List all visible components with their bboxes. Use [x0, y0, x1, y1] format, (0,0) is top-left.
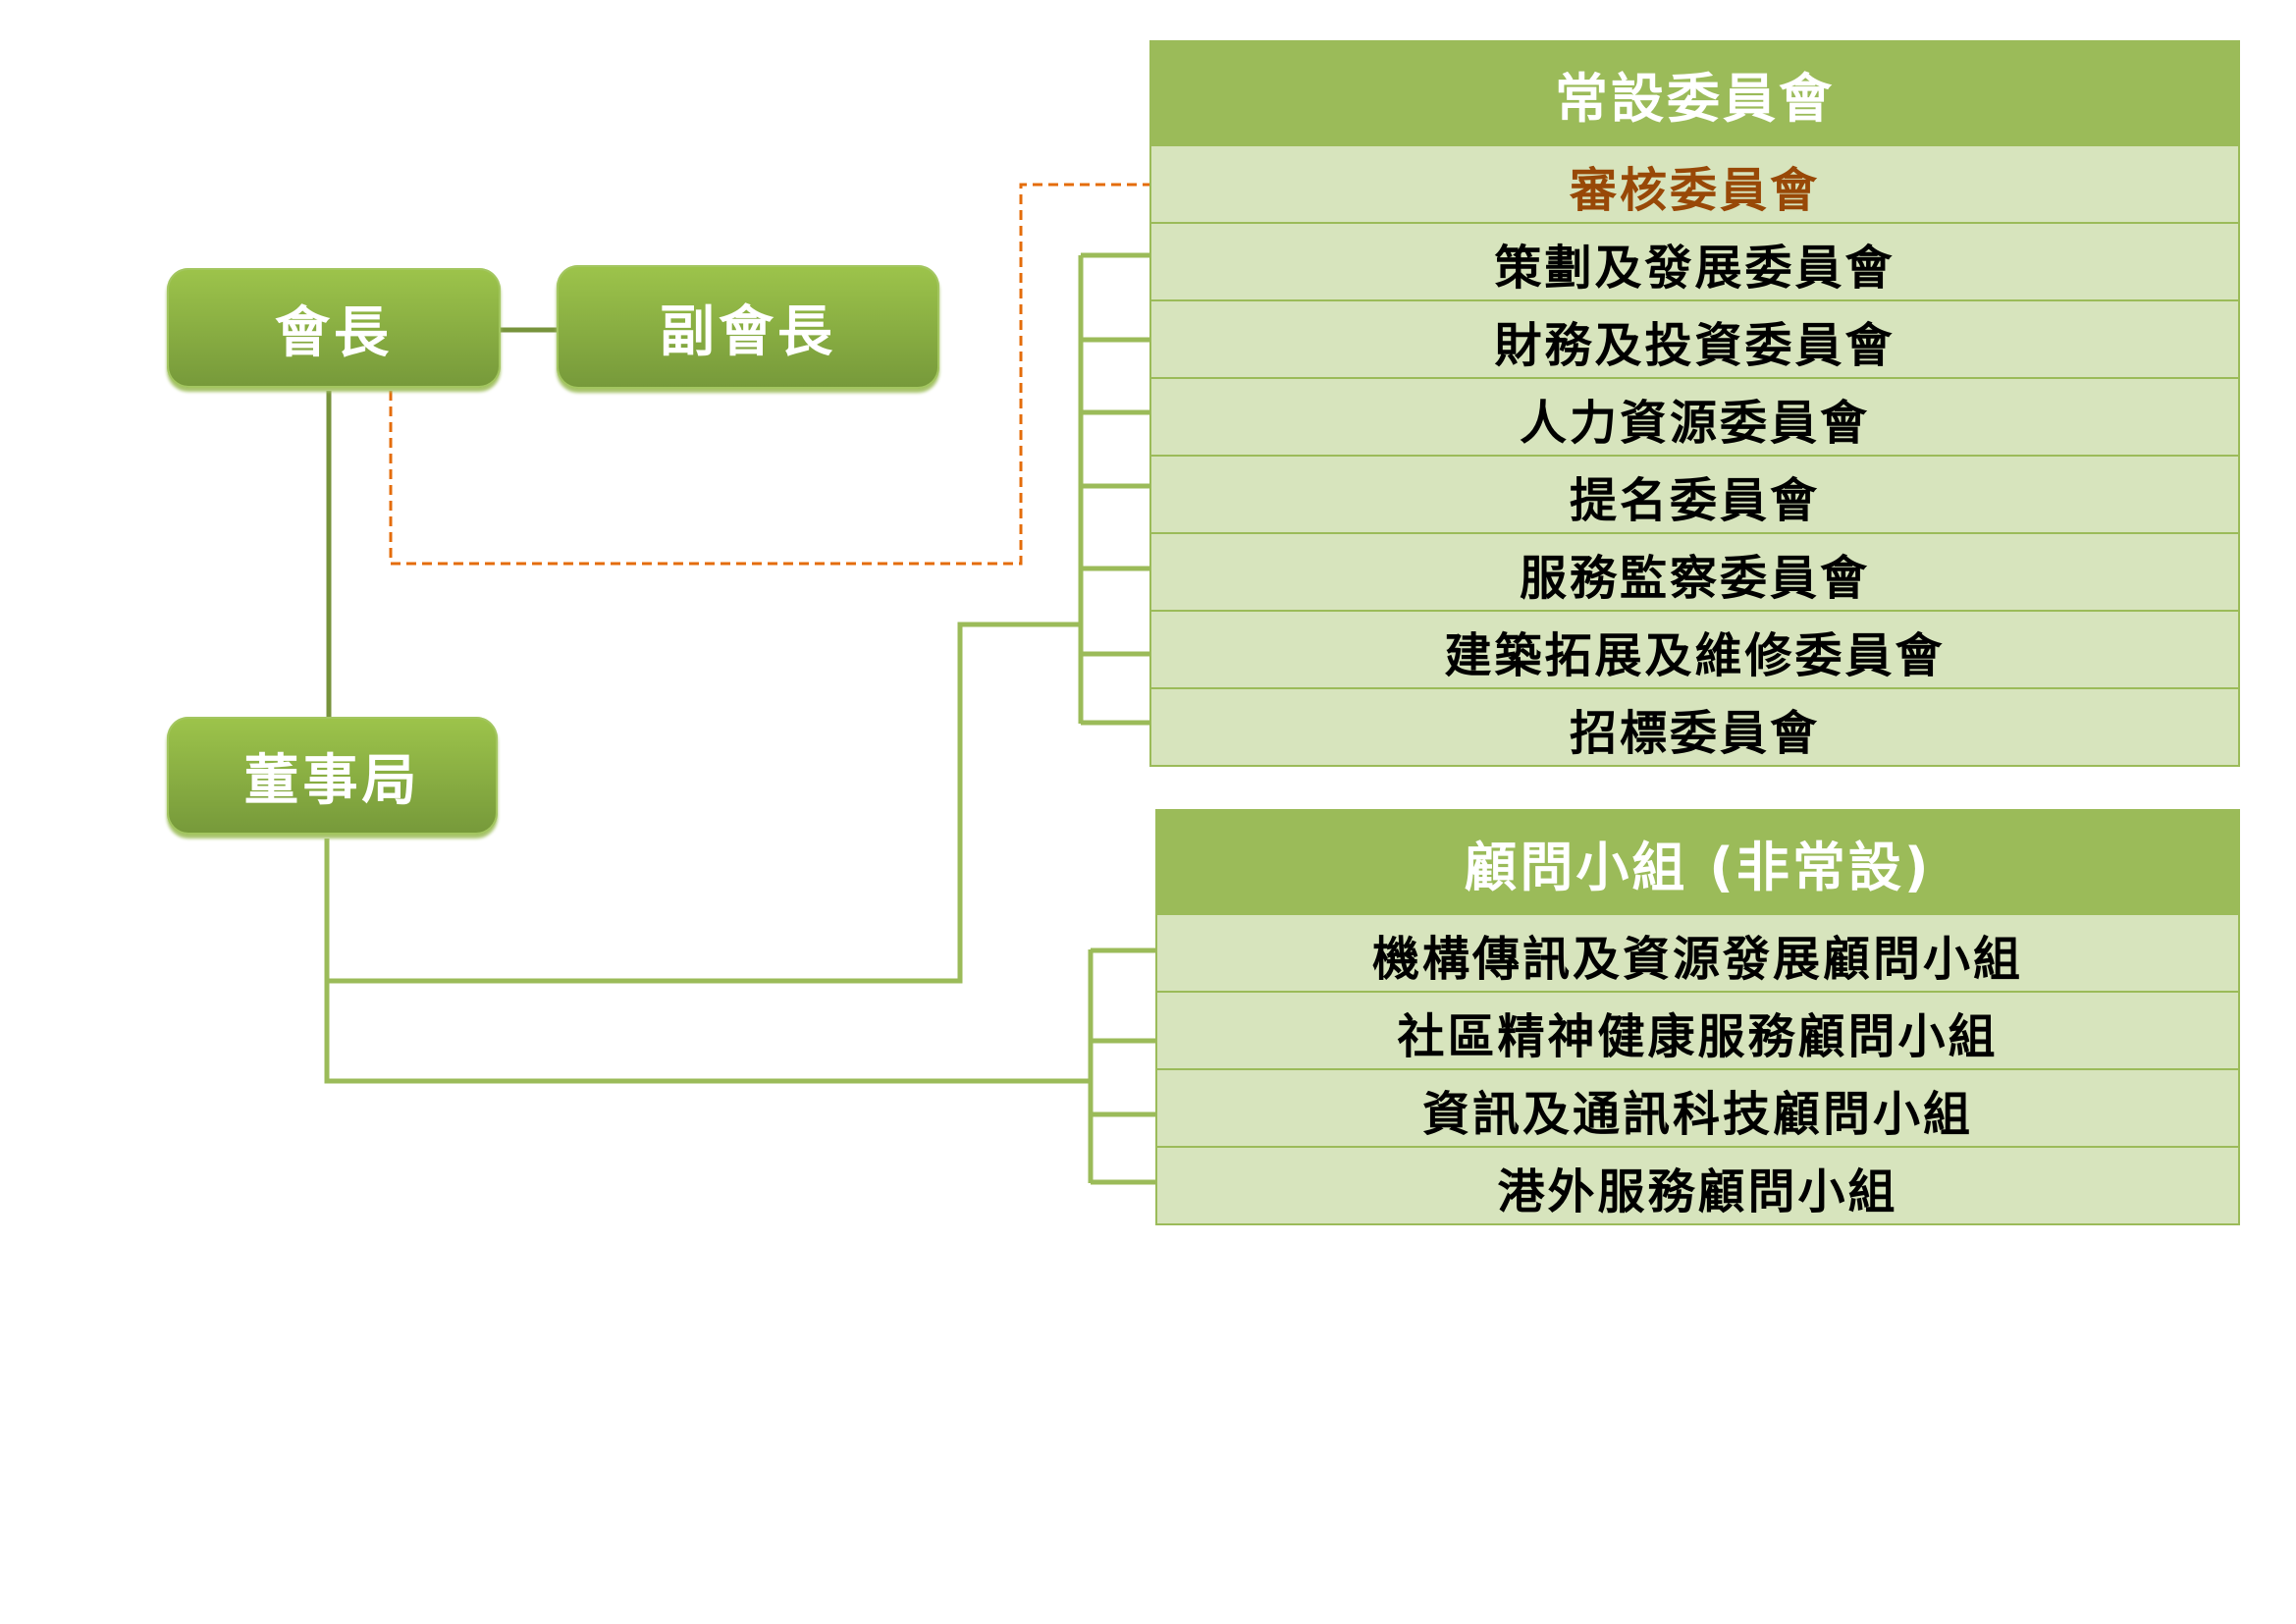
committee-row: 策劃及發展委員會	[1151, 222, 2238, 299]
chairman-node: 會長	[167, 268, 501, 388]
audit-dashed-link	[389, 183, 1149, 566]
committee-row: 人力資源委員會	[1151, 377, 2238, 455]
vice-chairman-label: 副會長	[660, 299, 836, 364]
committee-row: 財務及投資委員會	[1151, 299, 2238, 377]
board-advisory-link	[324, 981, 1091, 1084]
board-standing-link	[324, 622, 1081, 984]
committee-row: 審核委員會	[1151, 144, 2238, 222]
committee-row: 招標委員會	[1151, 687, 2238, 765]
board-label: 董事局	[243, 748, 421, 813]
committee-row: 服務監察委員會	[1151, 532, 2238, 610]
advisory-row: 社區精神健康服務顧問小組	[1157, 991, 2238, 1068]
advisory-row: 港外服務顧問小組	[1157, 1146, 2238, 1223]
chairman-label: 會長	[275, 300, 393, 365]
committee-row: 建築拓展及維修委員會	[1151, 610, 2238, 687]
advisory-groups-panel: 顧問小組 (非常設) 機構傳訊及資源發展顧問小組 社區精神健康服務顧問小組 資訊…	[1155, 809, 2240, 1225]
advisory-row: 資訊及通訊科技顧問小組	[1157, 1068, 2238, 1146]
board-node: 董事局	[167, 717, 498, 835]
advisory-row: 機構傳訊及資源發展顧問小組	[1157, 913, 2238, 991]
committee-row: 提名委員會	[1151, 455, 2238, 532]
standing-committees-title: 常設委員會	[1151, 42, 2238, 144]
standing-committees-panel: 常設委員會 審核委員會 策劃及發展委員會 財務及投資委員會 人力資源委員會 提名…	[1149, 40, 2240, 767]
advisory-groups-title: 顧問小組 (非常設)	[1157, 811, 2238, 913]
vice-chairman-node: 副會長	[557, 265, 939, 389]
